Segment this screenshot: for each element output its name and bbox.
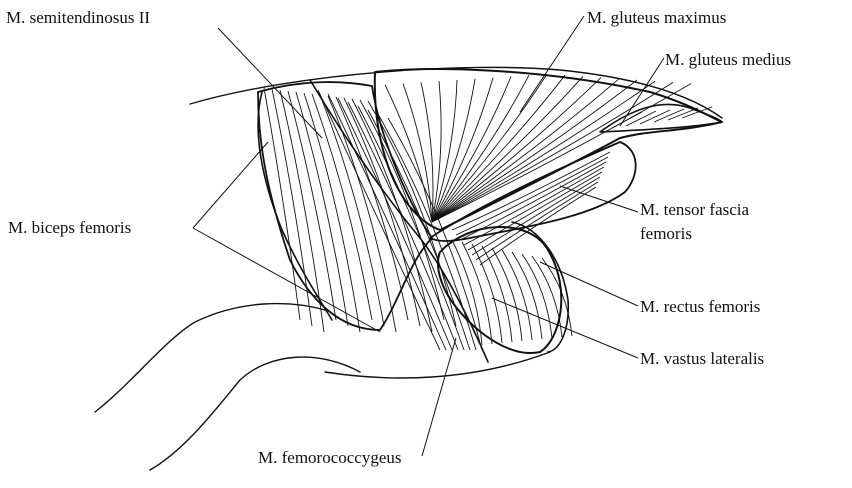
gluteus-fibre [385,85,432,222]
gluteus-medius-shape [600,104,722,132]
leader-rectus-femoris [540,262,638,306]
label-tensor-fascia-line2: femoris [640,224,692,244]
label-biceps-femoris: M. biceps femoris [8,218,131,238]
label-semitendinosus: M. semitendinosus II [6,8,150,28]
vastus-fibre [492,248,522,341]
semitendinosus-shape [258,82,432,330]
label-gluteus-medius: M. gluteus medius [665,50,791,70]
hamstring-fibre [264,88,300,320]
thigh-bottom-contour [325,352,550,378]
label-gluteus-maximus: M. gluteus maximus [587,8,726,28]
hamstring-fibre [328,96,396,332]
label-rectus-femoris: M. rectus femoris [640,297,760,317]
tensor-fibre [468,172,602,250]
leader-gluteus-maximus [520,16,584,112]
vastus-fibre [512,252,542,339]
label-vastus-lateralis: M. vastus lateralis [640,349,764,369]
vastus-fibre [522,254,552,338]
label-tensor-fascia-line1: M. tensor fascia [640,200,749,220]
hamstring-fibre [344,98,420,326]
leader-femorococcygeus [422,338,456,456]
gluteus-fibre [432,81,441,222]
hamstring-fibre [312,94,372,320]
leader-biceps-femoris-lower [193,228,380,332]
leader-biceps-femoris-upper [193,142,268,228]
femorococcygeus-shape [310,80,488,362]
femorococcygeus-fibre [338,98,452,350]
leader-vastus-lateralis [492,298,638,358]
label-femorococcygeus: M. femorococcygeus [258,448,402,468]
tensor-fibre [472,177,600,255]
tensor-fibre [476,182,598,260]
vastus-fibre [502,250,532,340]
